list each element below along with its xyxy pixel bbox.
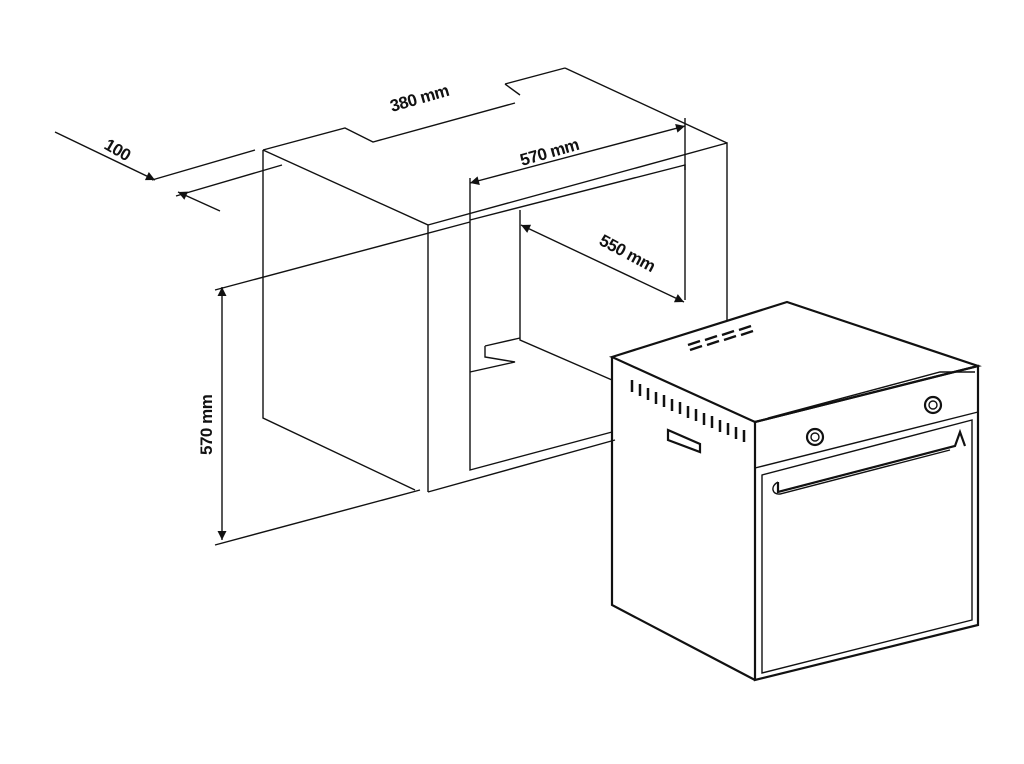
- side-vent: [630, 380, 746, 442]
- dimension-550: 550 mm: [520, 224, 685, 303]
- label-380: 380 mm: [388, 81, 452, 116]
- label-570-width: 570 mm: [518, 135, 582, 170]
- label-550: 550 mm: [596, 231, 659, 276]
- dimension-100: 100: [54, 131, 283, 212]
- door-handle: [776, 428, 967, 494]
- label-570-height: 570 mm: [197, 394, 216, 455]
- top-vents: [687, 324, 754, 352]
- dimension-380: 380 mm: [262, 67, 566, 151]
- side-handle-recess: [666, 428, 702, 454]
- knob-left: [805, 427, 825, 447]
- dimension-570-height: 570 mm: [197, 221, 471, 546]
- label-100: 100: [101, 135, 134, 165]
- oven: [608, 300, 982, 682]
- knob-right: [923, 395, 943, 415]
